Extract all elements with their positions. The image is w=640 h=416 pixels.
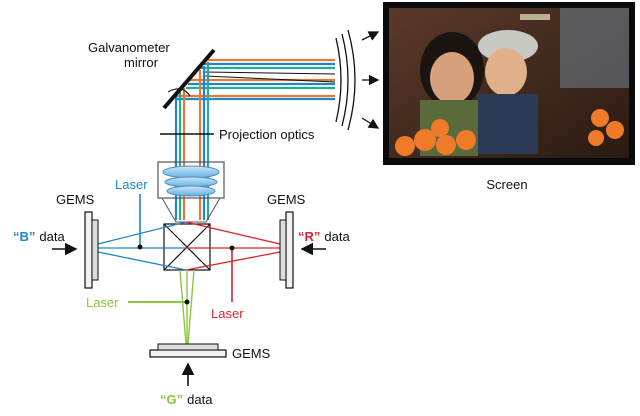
g-data-label: “G”data	[160, 392, 213, 407]
red-beams	[185, 221, 281, 302]
laser-blue-label: Laser	[115, 177, 148, 192]
blue-beam-point	[137, 244, 143, 250]
green-beams	[128, 269, 195, 345]
x-cube-prism	[163, 223, 211, 271]
gems-right-label: GEMS	[267, 192, 306, 207]
r-quote-close: ”	[314, 229, 321, 244]
laser-green-label: Laser	[86, 295, 119, 310]
screen-curve-marks	[335, 29, 356, 131]
gems-bottom-label: GEMS	[232, 346, 271, 361]
screen-arrows	[361, 31, 380, 129]
galvanometer-label-line1: Galvanometer	[88, 40, 170, 55]
r-data-label: “R”data	[298, 229, 350, 244]
projection-optics-label: Projection optics	[219, 127, 315, 142]
red-beam-point	[229, 245, 235, 251]
gems-right-device	[279, 211, 294, 289]
r-quote-open: “	[298, 229, 305, 244]
g-quote-open: “	[160, 392, 167, 407]
galvanometer-mirror	[162, 48, 216, 110]
gems-left-label: GEMS	[56, 192, 95, 207]
r-data-word: data	[324, 229, 350, 244]
gems-left-device	[84, 211, 99, 289]
scanned-beams	[176, 58, 336, 101]
g-letter: G	[167, 392, 177, 407]
b-quote-open: “	[13, 229, 20, 244]
projection-lens	[157, 161, 225, 223]
gems-bottom-device	[149, 343, 227, 358]
b-data-label: “B”data	[13, 229, 65, 244]
g-data-word: data	[187, 392, 213, 407]
projection-screen	[383, 2, 635, 165]
r-letter: R	[305, 229, 315, 244]
b-data-word: data	[39, 229, 65, 244]
screen-label: Screen	[486, 177, 527, 192]
b-quote-close: ”	[29, 229, 36, 244]
g-quote-close: ”	[177, 392, 184, 407]
b-letter: B	[20, 229, 29, 244]
green-beam-point	[184, 299, 190, 305]
galvanometer-label-line2: mirror	[124, 55, 159, 70]
laser-red-label: Laser	[211, 306, 244, 321]
